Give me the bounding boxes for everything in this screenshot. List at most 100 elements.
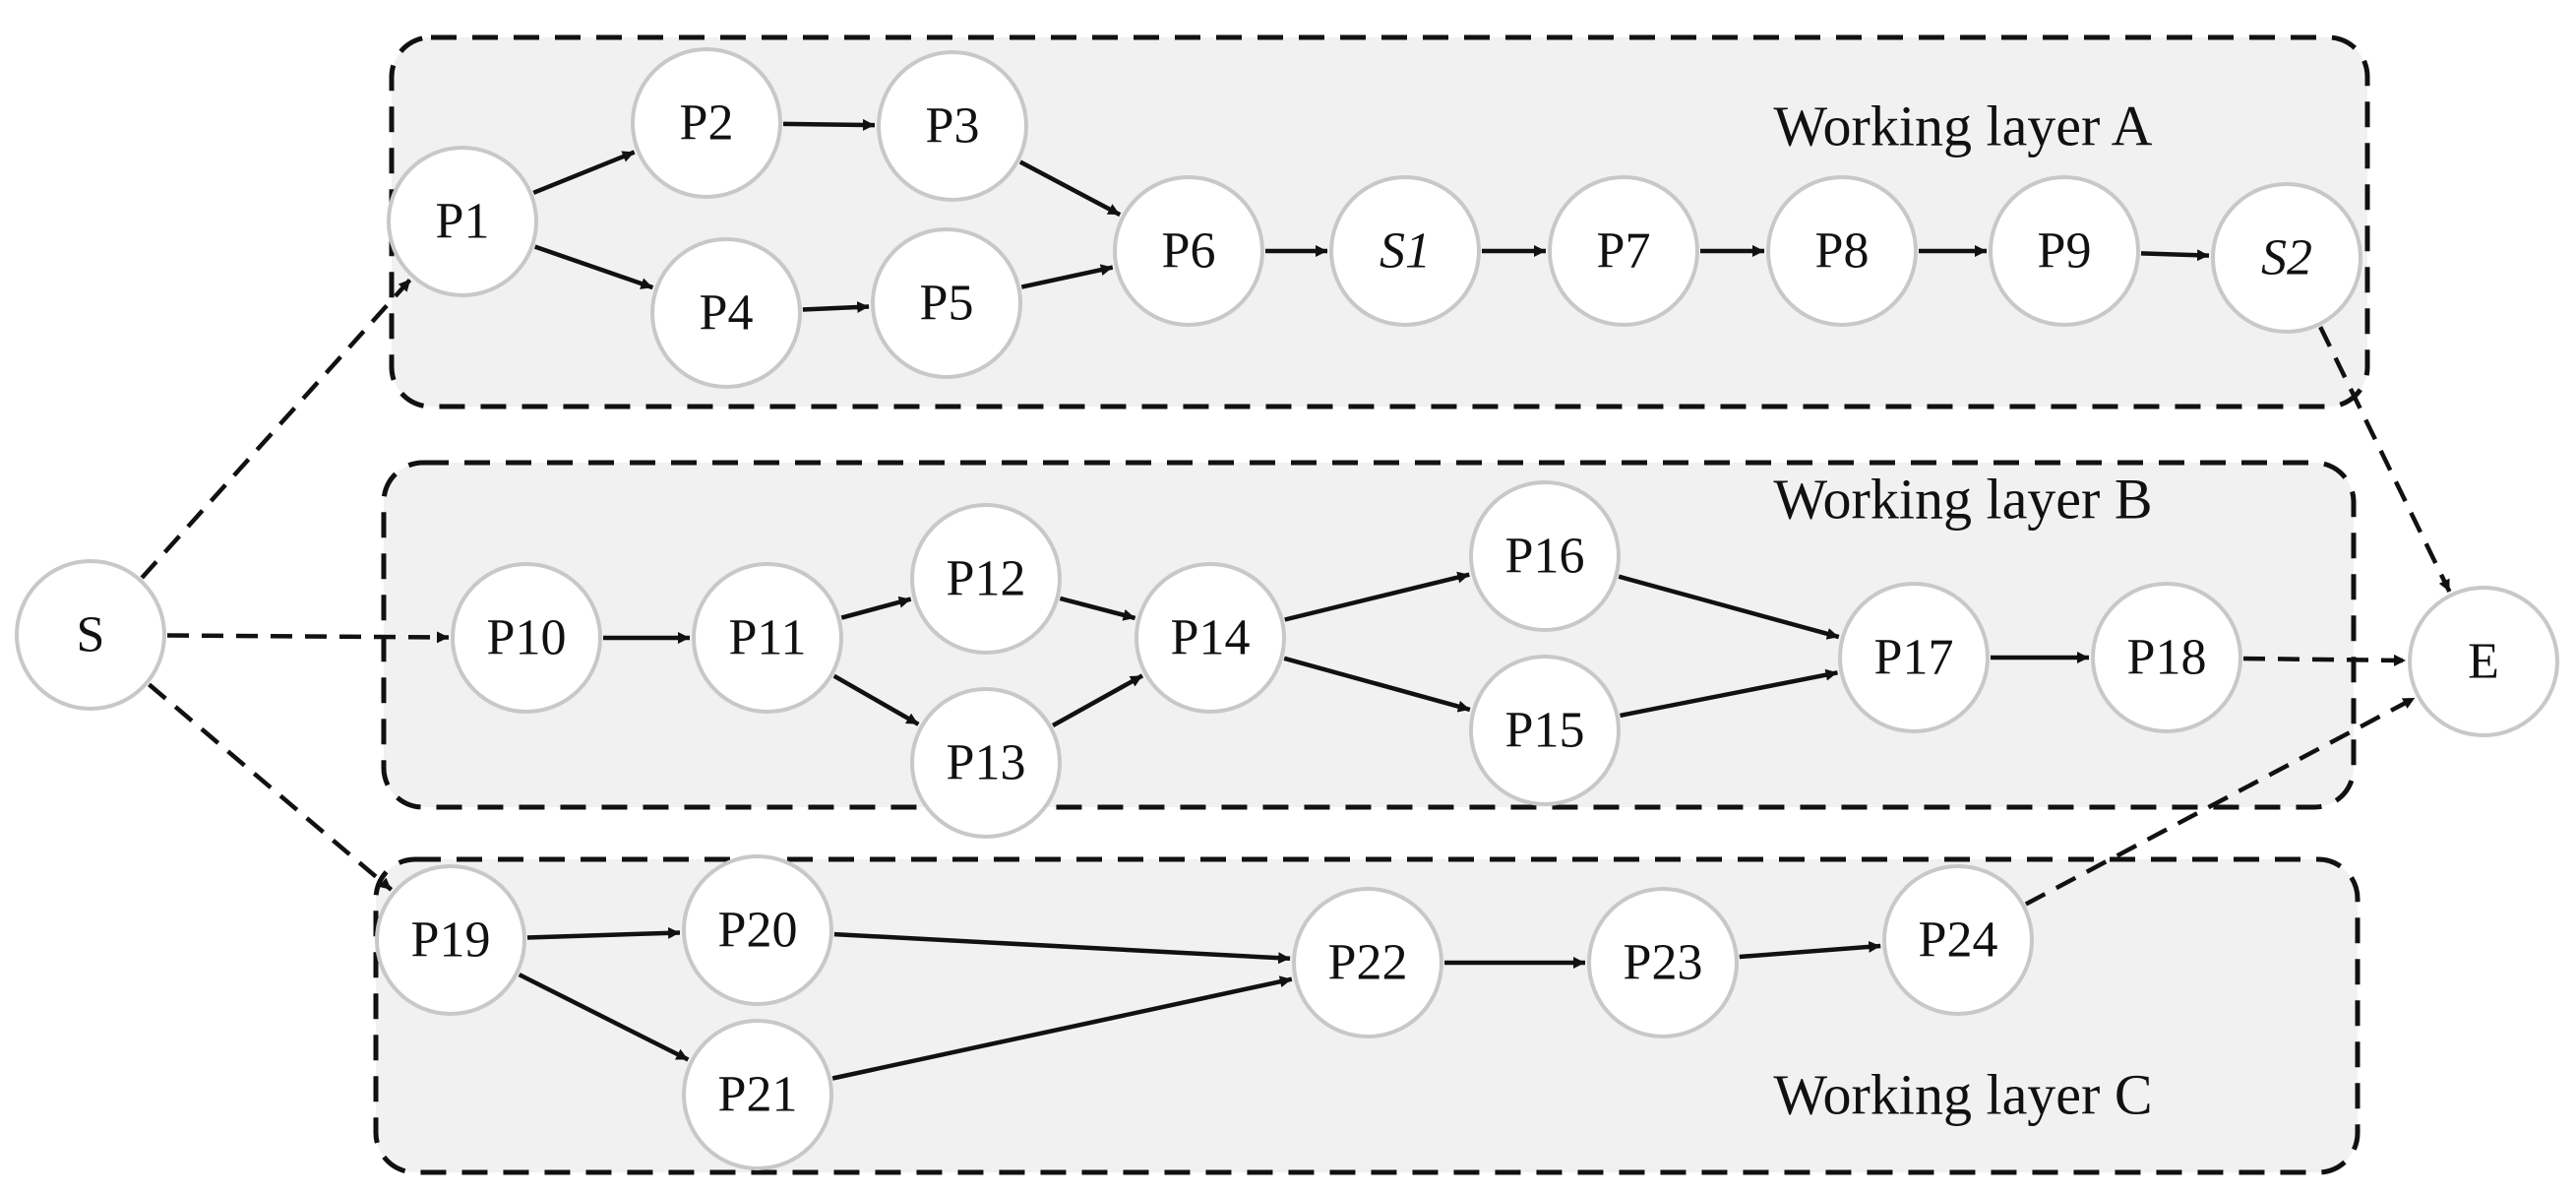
node-p20-circle — [682, 854, 833, 1006]
node-p2-label: P2 — [680, 95, 734, 152]
node-p22-label: P22 — [1328, 935, 1408, 991]
node-p4-label: P4 — [700, 285, 754, 342]
node-p8-circle — [1766, 175, 1918, 327]
node-p14-label: P14 — [1171, 610, 1251, 666]
node-p15: P15 — [1469, 655, 1621, 806]
edges-group — [140, 118, 2452, 1081]
node-s2-label: S2 — [2261, 230, 2312, 286]
node-p21: P21 — [682, 1019, 833, 1170]
node-p14: P14 — [1135, 562, 1286, 714]
edge-s-to-p1 — [140, 278, 412, 580]
node-p18: P18 — [2091, 582, 2242, 733]
edge-s-to-p10 — [166, 631, 450, 644]
edge-p3-to-p6 — [1018, 159, 1122, 218]
node-p13: P13 — [910, 687, 1062, 839]
node-p22: P22 — [1292, 887, 1443, 1038]
edge-p4-to-p5 — [802, 301, 870, 314]
node-p12-label: P12 — [947, 551, 1026, 607]
node-s: S — [15, 559, 166, 711]
edge-p15-to-p17 — [1620, 668, 1838, 719]
node-p11: P11 — [692, 562, 843, 714]
node-p23-label: P23 — [1624, 935, 1703, 991]
edge-p21-to-p22 — [831, 975, 1293, 1081]
node-p19: P19 — [375, 864, 526, 1016]
edge-p16-to-p17 — [1618, 574, 1840, 640]
edge-s-to-p19 — [148, 682, 394, 892]
edge-p5-to-p6 — [1020, 264, 1114, 289]
node-p24: P24 — [1882, 864, 2034, 1016]
edge-p19-to-p20 — [526, 926, 681, 940]
node-p10-label: P10 — [487, 610, 567, 666]
node-p7-label: P7 — [1597, 223, 1651, 280]
node-p5-circle — [871, 227, 1022, 379]
node-p7: P7 — [1548, 175, 1699, 327]
edge-p12-to-p14 — [1059, 596, 1136, 621]
edge-p2-to-p3 — [782, 118, 876, 131]
node-p17-label: P17 — [1874, 630, 1954, 686]
node-p4-circle — [650, 237, 802, 389]
node-p15-circle — [1469, 655, 1621, 806]
node-p23-circle — [1587, 887, 1739, 1038]
node-p6-circle — [1113, 175, 1264, 327]
node-p6: P6 — [1113, 175, 1264, 327]
node-p8: P8 — [1766, 175, 1918, 327]
node-p1-label: P1 — [436, 194, 490, 250]
working-layer-b-box — [381, 460, 2357, 810]
node-p20: P20 — [682, 854, 833, 1006]
edge-p23-to-p24 — [1739, 940, 1881, 960]
edge-p9-to-s2 — [2140, 249, 2210, 262]
node-p16: P16 — [1469, 480, 1621, 632]
edge-p20-to-p22 — [833, 931, 1291, 965]
node-p17-circle — [1838, 582, 1990, 733]
node-e-label: E — [2468, 634, 2499, 690]
node-s2: S2 — [2211, 182, 2362, 334]
node-p3-circle — [877, 50, 1028, 202]
edge-p11-to-p13 — [832, 673, 920, 726]
node-p2: P2 — [631, 47, 782, 199]
edge-p1-to-p4 — [533, 244, 654, 290]
node-p5-label: P5 — [920, 276, 974, 332]
node-p5: P5 — [871, 227, 1022, 379]
node-p10: P10 — [451, 562, 602, 714]
node-p7-circle — [1548, 175, 1699, 327]
edge-p11-to-p12 — [840, 596, 912, 620]
node-p16-circle — [1469, 480, 1621, 632]
edge-p19-to-p21 — [518, 973, 690, 1062]
node-p18-circle — [2091, 582, 2242, 733]
node-p22-circle — [1292, 887, 1443, 1038]
node-p6-label: P6 — [1162, 223, 1216, 280]
edge-p13-to-p14 — [1052, 673, 1144, 727]
node-p19-label: P19 — [411, 912, 491, 969]
node-p1: P1 — [387, 146, 538, 297]
edge-s2-to-e — [2318, 326, 2452, 593]
node-p9: P9 — [1989, 175, 2140, 327]
edge-p24-to-e — [2024, 696, 2417, 907]
node-p8-label: P8 — [1815, 223, 1870, 280]
node-s2-circle — [2211, 182, 2362, 334]
node-s-circle — [15, 559, 166, 711]
node-s1-circle — [1329, 175, 1481, 327]
edge-p1-to-p2 — [532, 150, 636, 195]
working-layer-c-label: Working layer C — [1773, 1063, 2152, 1127]
node-p20-label: P20 — [718, 903, 798, 959]
node-e: E — [2408, 586, 2559, 737]
node-p24-label: P24 — [1919, 912, 1998, 969]
edge-p18-to-e — [2242, 654, 2407, 666]
node-p1-circle — [387, 146, 538, 297]
node-s1-label: S1 — [1380, 223, 1431, 280]
working-layer-a-label: Working layer A — [1773, 94, 2152, 158]
node-p23: P23 — [1587, 887, 1739, 1038]
node-p21-circle — [682, 1019, 833, 1170]
node-p11-label: P11 — [729, 610, 807, 666]
node-p13-label: P13 — [947, 735, 1026, 791]
node-p17: P17 — [1838, 582, 1990, 733]
node-s1: S1 — [1329, 175, 1481, 327]
node-p3-label: P3 — [926, 98, 980, 155]
node-p2-circle — [631, 47, 782, 199]
node-p24-circle — [1882, 864, 2034, 1016]
node-p16-label: P16 — [1505, 529, 1585, 585]
node-p18-label: P18 — [2127, 630, 2207, 686]
edge-p14-to-p16 — [1284, 571, 1470, 622]
